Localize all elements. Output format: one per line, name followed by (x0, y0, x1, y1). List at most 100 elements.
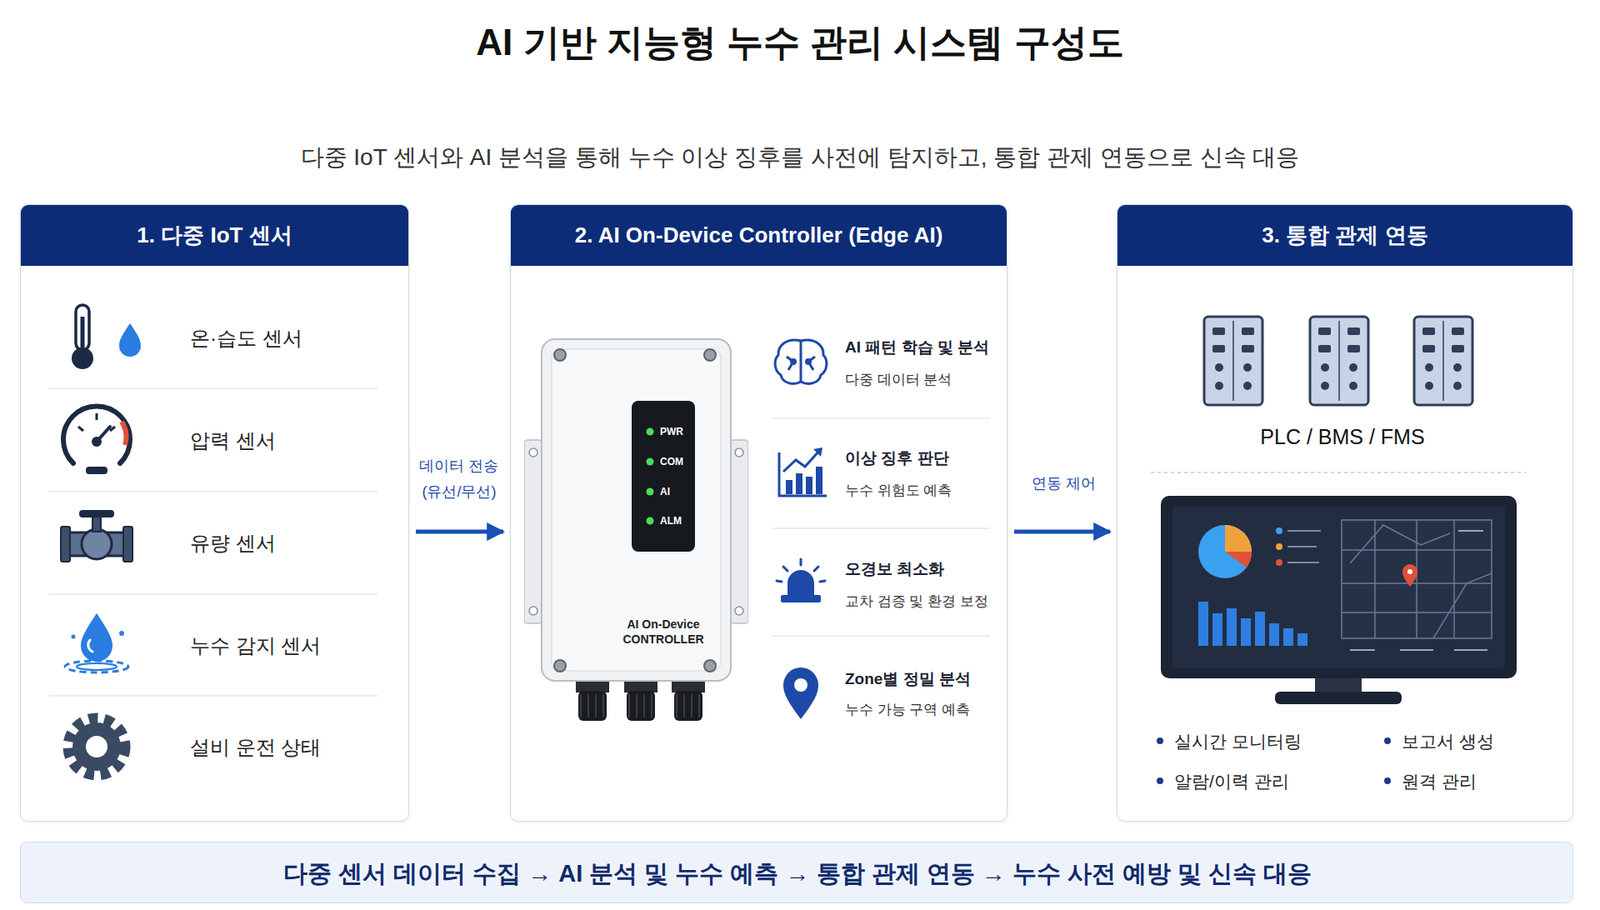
monitor-illustration-part-part (1198, 601, 1209, 646)
device-housing-part-part (580, 694, 582, 718)
row-separator (49, 388, 378, 696)
monitor-illustration-part-part (1226, 608, 1237, 646)
device-housing-part-part (624, 679, 658, 693)
edge-label: 데이터 전송 (유선/무선) (410, 453, 508, 505)
flow-valve-icon (60, 510, 133, 562)
pressure-gauge-icon-part (63, 405, 130, 464)
leak-drop-icon-part (71, 635, 76, 640)
monitor-illustration-part-part (1453, 520, 1455, 639)
location-pin-icon-part (794, 678, 808, 692)
bms-cabinet (1310, 316, 1369, 405)
pressure-gauge-icon-part (110, 426, 115, 431)
feature-body: 다중 데이터 분석 (845, 370, 952, 389)
monitor-illustration-part (1225, 551, 1252, 568)
trend-chart-icon-part (795, 473, 803, 495)
location-pin-icon-part (783, 667, 819, 720)
device-housing-part (551, 349, 721, 671)
monitor-illustration-part (1287, 530, 1321, 563)
leak-drop-icon (65, 613, 129, 673)
gear-icon-part (72, 722, 121, 771)
device-housing-part-part (650, 694, 653, 718)
monitor-illustration-part (1275, 559, 1283, 566)
row-separator-part (49, 695, 378, 697)
trend-chart-icon-part (785, 480, 793, 495)
flow-arrow (415, 530, 504, 535)
monitor-illustration-part-part (1287, 530, 1321, 532)
led-label: ALM (660, 515, 682, 528)
sensor-panel: 1. 다중 IoT 센서온·습도 센서압력 센서유량 센서누수 감지 센서설비 … (20, 204, 410, 822)
monitor-illustration-part-part (1433, 573, 1492, 639)
controller-device: PWRCOMAIALMAI On-Device CONTROLLER (524, 337, 749, 725)
device-housing-part-part (690, 694, 693, 718)
fms-cabinet (1414, 316, 1473, 405)
device-housing-part (575, 679, 610, 721)
monitor-illustration-part-part (1350, 649, 1375, 651)
brain-icon-part (786, 356, 794, 370)
led-label: AI (660, 485, 670, 499)
flow-valve-icon-part (92, 516, 101, 532)
monitor-illustration-part (1275, 543, 1283, 550)
thermometer-icon-part (75, 305, 90, 350)
process-band: 다중 센서 데이터 수집 → AI 분석 및 누수 예측 → 통합 관제 연동 … (20, 841, 1574, 904)
bullet-dot (1156, 737, 1391, 785)
device-housing-part-part (643, 694, 645, 718)
device-housing-part-part (674, 690, 703, 721)
device-housing-part (646, 488, 655, 496)
leak-drop-icon-part (80, 613, 113, 662)
monitor-illustration-part (1402, 564, 1418, 587)
monitor-illustration-part-part (1350, 525, 1450, 564)
device-housing-part (624, 679, 658, 721)
thermometer-icon (71, 305, 141, 370)
pressure-gauge-icon-part (91, 436, 102, 447)
device-housing-part (541, 339, 731, 681)
panel-header: 2. AI On-Device Controller (Edge AI) (510, 205, 1007, 266)
flow-valve-icon-part (66, 532, 127, 556)
thermometer-icon-part (80, 316, 85, 352)
controller-panel: 2. AI On-Device Controller (Edge AI)AI 패… (510, 204, 1008, 822)
device-housing-part (735, 448, 744, 457)
sensor-label: 설비 운전 상태 (190, 735, 321, 760)
monitor-illustration-part (1160, 495, 1517, 679)
led-label: PWR (660, 425, 684, 439)
monitor-illustration-part-part (1454, 649, 1488, 651)
feature-body: 누수 가능 구역 예측 (845, 700, 970, 719)
control-panel: 3. 통합 관제 연동PLC / BMS / FMS실시간 모니터링보고서 생성… (1116, 204, 1574, 822)
leak-drop-icon-part (76, 663, 117, 670)
device-housing-part-part (683, 694, 685, 718)
device-housing-part (735, 606, 744, 615)
row-separator-part (772, 527, 990, 530)
feature-bullet: 실시간 모니터링 (1174, 730, 1302, 753)
device-housing-part-part (578, 690, 607, 721)
monitor-illustration-part-part (1255, 611, 1265, 646)
alarm-light-icon-part (780, 595, 821, 603)
device-housing-part-part (595, 694, 597, 718)
sensor-label: 유량 센서 (190, 530, 276, 556)
feature-body: 교차 검증 및 환경 보정 (845, 592, 989, 610)
monitor-illustration-part (1350, 530, 1488, 650)
subtitle: 다중 IoT 센서와 AI 분석을 통해 누수 이상 징후를 사전에 탐지하고,… (300, 142, 1300, 172)
device-housing-part (730, 440, 749, 624)
trend-chart-icon (779, 447, 827, 496)
device-housing-part (554, 349, 566, 361)
monitor-illustration (1160, 495, 1517, 705)
gear-icon-part (68, 718, 125, 775)
monitor-illustration-part-part (1458, 530, 1484, 532)
alarm-light-icon-part (787, 570, 815, 595)
device-housing (524, 337, 749, 725)
alarm-light-icon-part-part (800, 559, 803, 565)
monitor-illustration-part-part (1287, 561, 1320, 564)
monitor-illustration-part-part (1415, 520, 1418, 639)
device-housing-part (704, 660, 716, 672)
pressure-gauge-icon (63, 405, 130, 475)
trend-chart-icon-part (783, 450, 820, 472)
gear-icon (68, 718, 125, 775)
monitor-illustration-part (1407, 569, 1413, 575)
feature-heading: 오경보 최소화 (845, 559, 945, 580)
flow-valve-icon-part (81, 529, 112, 560)
alarm-light-icon (776, 559, 825, 603)
alarm-light-icon-part (776, 559, 825, 582)
location-pin-icon (783, 667, 819, 720)
monitor-illustration-part (1225, 525, 1252, 552)
